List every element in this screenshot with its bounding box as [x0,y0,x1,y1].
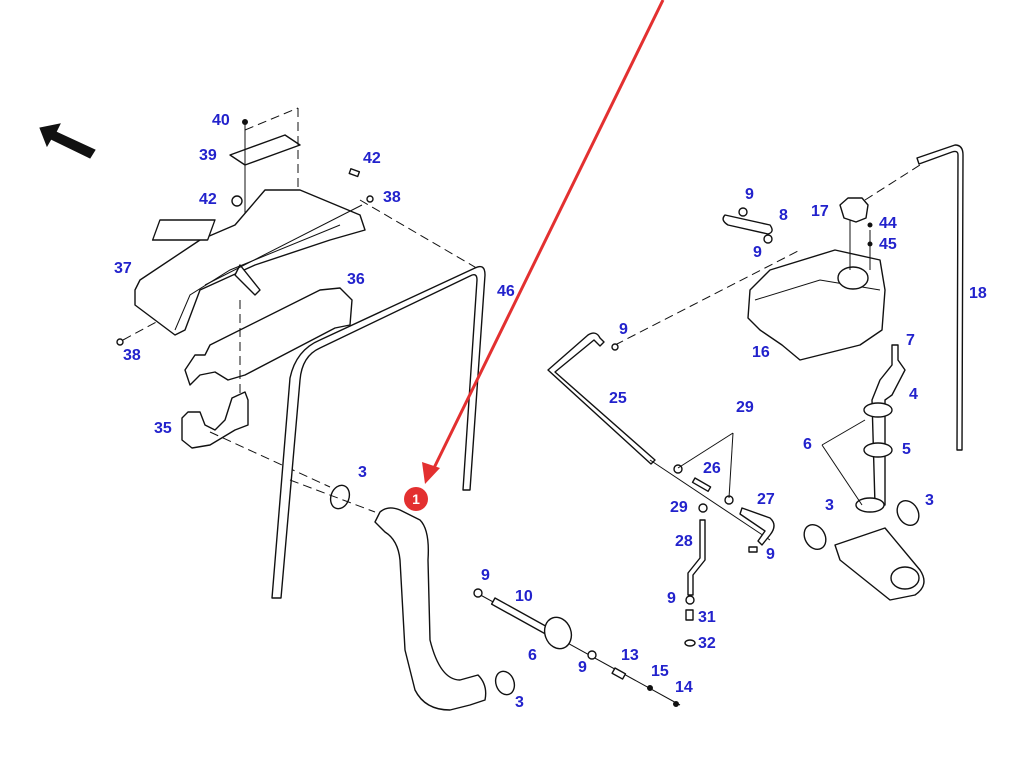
part-label-18[interactable]: 18 [969,285,987,302]
part-label-28[interactable]: 28 [675,533,693,550]
filler-cap-17[interactable] [839,164,921,223]
upper-radiator-hose-1[interactable] [374,507,487,711]
part-label-6[interactable]: 6 [803,436,812,453]
part-label-13[interactable]: 13 [621,647,639,664]
part-label-14[interactable]: 14 [675,679,693,696]
part-label-37[interactable]: 37 [114,260,132,277]
cover-plate-39[interactable] [229,107,301,240]
part-label-38[interactable]: 38 [123,347,141,364]
part-label-35[interactable]: 35 [154,420,172,437]
hose-8[interactable] [722,207,773,244]
part-label-9[interactable]: 9 [619,321,628,338]
seal-46[interactable] [271,265,486,599]
lower-hose-4-5[interactable] [800,344,925,601]
hose-28[interactable] [684,503,708,647]
part-label-29[interactable]: 29 [670,499,688,516]
part-label-9[interactable]: 9 [766,546,775,563]
part-label-17[interactable]: 17 [811,203,829,220]
part-label-10[interactable]: 10 [515,588,533,605]
part-label-42[interactable]: 42 [363,150,381,167]
part-label-3[interactable]: 3 [825,497,834,514]
part-label-31[interactable]: 31 [698,609,716,626]
overflow-hose-18[interactable] [916,144,964,451]
hose-27[interactable] [739,507,775,553]
part-label-42[interactable]: 42 [199,191,217,208]
part-label-3[interactable]: 3 [925,492,934,509]
direction-arrow-icon [39,123,96,159]
duct-36[interactable] [184,287,353,420]
part-label-38[interactable]: 38 [383,189,401,206]
pipe-25[interactable] [547,332,771,541]
part-label-9[interactable]: 9 [578,659,587,676]
part-label-6[interactable]: 6 [528,647,537,664]
part-label-26[interactable]: 26 [703,460,721,477]
cover-37[interactable] [116,168,481,346]
part-label-8[interactable]: 8 [779,207,788,224]
part-label-7[interactable]: 7 [906,332,915,349]
part-label-44[interactable]: 44 [879,215,897,232]
part-label-9[interactable]: 9 [753,244,762,261]
part-label-15[interactable]: 15 [651,663,669,680]
expansion-tank-16[interactable] [614,220,886,361]
part-label-16[interactable]: 16 [752,344,770,361]
part-label-46[interactable]: 46 [497,283,515,300]
part-label-29[interactable]: 29 [736,399,754,416]
bracket-35[interactable] [181,391,331,488]
part-label-36[interactable]: 36 [347,271,365,288]
part-label-45[interactable]: 45 [879,236,897,253]
hose-clamp-3[interactable] [289,479,518,697]
part-label-3[interactable]: 3 [358,464,367,481]
highlight-arrow-icon [422,0,665,484]
part-label-40[interactable]: 40 [212,112,230,129]
bleed-tube-10[interactable] [473,588,681,707]
part-label-4[interactable]: 4 [909,386,918,403]
leader-lines [677,419,866,506]
part-label-27[interactable]: 27 [757,491,775,508]
part-label-5[interactable]: 5 [902,441,911,458]
part-label-25[interactable]: 25 [609,390,627,407]
part-label-39[interactable]: 39 [199,147,217,164]
part-label-9[interactable]: 9 [745,186,754,203]
part-label-9[interactable]: 9 [481,567,490,584]
part-label-32[interactable]: 32 [698,635,716,652]
part-label-9[interactable]: 9 [667,590,676,607]
part-label-3[interactable]: 3 [515,694,524,711]
highlight-callout[interactable]: 1 [404,487,428,511]
